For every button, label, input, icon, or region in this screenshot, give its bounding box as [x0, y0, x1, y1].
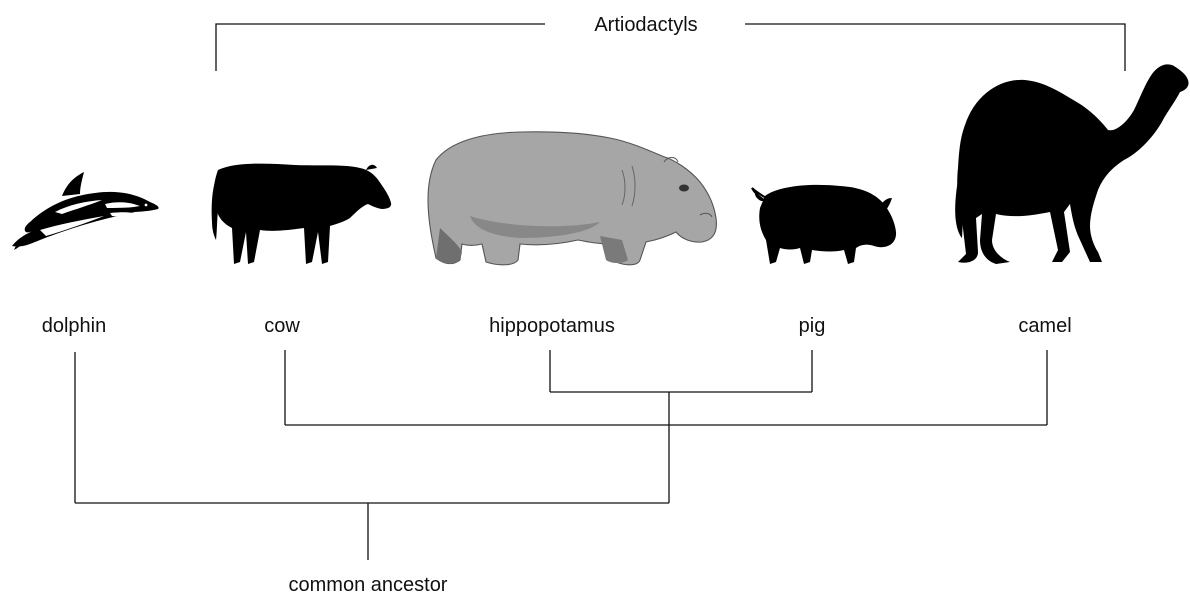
hippopotamus-icon [428, 132, 716, 265]
cow-icon [212, 164, 392, 264]
camel-icon [955, 64, 1188, 264]
phylogenetic-tree [75, 350, 1047, 560]
taxon-label-dolphin: dolphin [42, 315, 107, 337]
root-label-common-ancestor: common ancestor [289, 574, 448, 596]
pig-icon [752, 185, 896, 264]
taxon-label-camel: camel [1018, 315, 1071, 337]
taxon-label-hippopotamus: hippopotamus [489, 315, 615, 337]
taxon-label-cow: cow [264, 315, 300, 337]
taxon-label-pig: pig [799, 315, 826, 337]
dolphin-icon [12, 172, 159, 250]
group-label-artiodactyls: Artiodactyls [594, 14, 697, 36]
